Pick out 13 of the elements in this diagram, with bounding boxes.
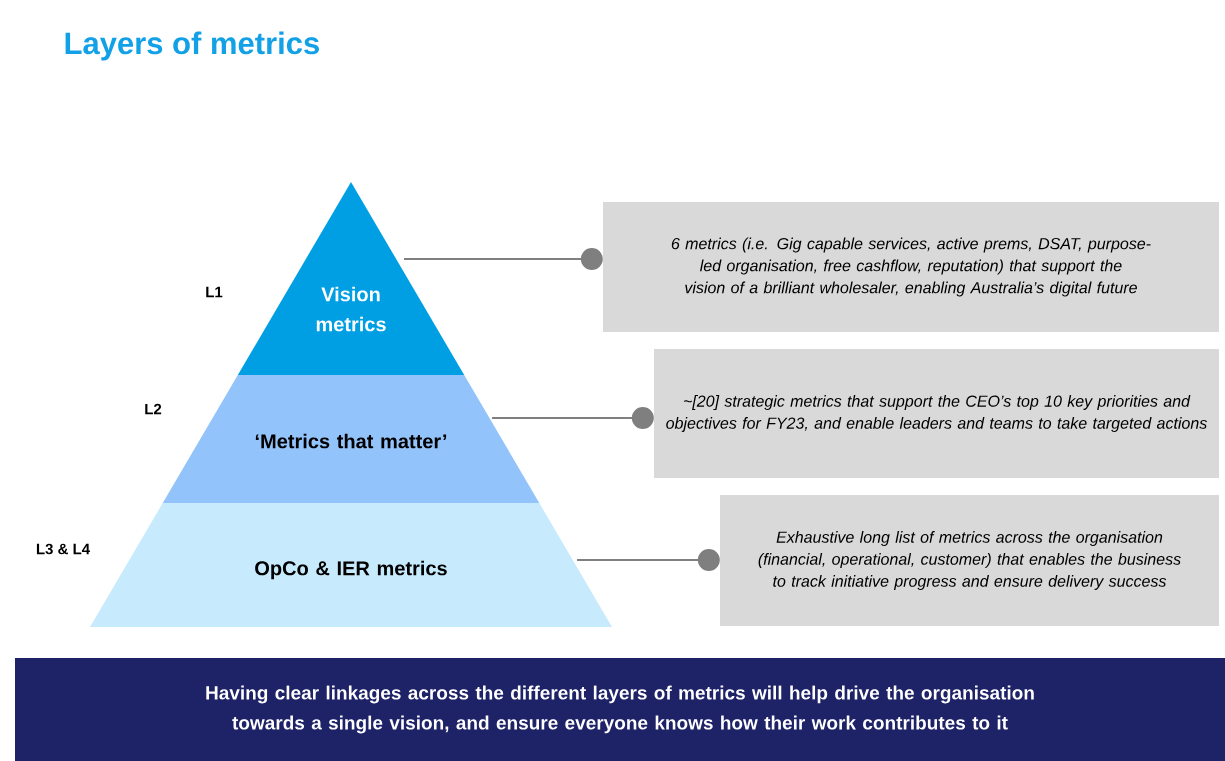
pyramid-layer: OpCo & IER metrics [90, 503, 612, 627]
level-label: L3 & L4 [36, 543, 90, 555]
message-banner: Having clear linkages across the different layers of metrics will help drive the organisation towards a single vision, and ensure everyone knows how their work contributes to it [15, 658, 1225, 761]
description-box: ~[20] strategic metrics that support the CEO’s top 10 key priorities and objectives for FY23, and enable leaders and teams to take targeted actions [654, 349, 1219, 478]
pyramid-layer: ‘Metrics that matter’ [162, 375, 540, 503]
pyramid-layer: Vision metrics [237, 182, 465, 375]
description-box: 6 metrics (i.e. Gig capable services, active prems, DSAT, purpose-led organisation, free cashflow, reputation) that support the vision of a brilliant wholesaler, enabling Australia’s digital future [603, 202, 1219, 332]
connector-line [631, 407, 654, 429]
description-box: Exhaustive long list of metrics across the organisation (financial, operational, customer) that enables the business to track initiative progress and ensure delivery success [720, 495, 1219, 626]
title: Layers of metrics [65, 31, 319, 61]
connector-line [580, 248, 603, 270]
connector-line [697, 549, 720, 571]
level-label: L1 [206, 286, 223, 298]
